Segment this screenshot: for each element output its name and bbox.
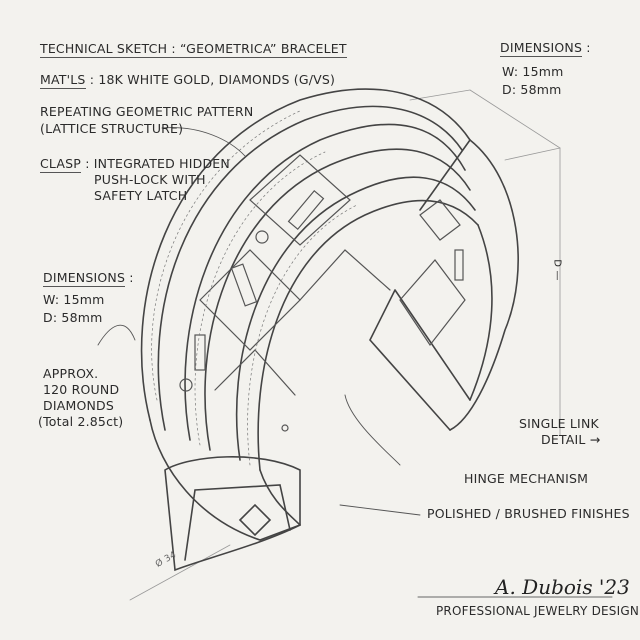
single-link-line2: DETAIL → bbox=[541, 432, 601, 447]
materials-text: 18K WHITE GOLD, DIAMONDS (G/VS) bbox=[98, 72, 336, 87]
single-link-line1: SINGLE LINK bbox=[519, 416, 599, 431]
finishes-note: POLISHED / BRUSHED FINISHES bbox=[427, 506, 630, 521]
diamonds-line3: DIAMONDS bbox=[43, 398, 114, 413]
footer-tagline: PROFESSIONAL JEWELRY DESIGN bbox=[436, 604, 640, 618]
clasp-line1: INTEGRATED HIDDEN bbox=[93, 156, 230, 171]
materials: MAT'LS : 18K WHITE GOLD, DIAMONDS (G/VS) bbox=[40, 72, 336, 89]
clasp-line3: SAFETY LATCH bbox=[94, 188, 188, 203]
dimensions-left-diameter: D: 58mm bbox=[43, 310, 103, 325]
hinge-note: HINGE MECHANISM bbox=[464, 471, 589, 486]
signature: A. Dubois '23 bbox=[495, 575, 630, 599]
clasp-line2: PUSH-LOCK WITH bbox=[94, 172, 206, 187]
title-label: TECHNICAL SKETCH bbox=[40, 41, 168, 56]
materials-label: MAT'LS bbox=[40, 72, 86, 89]
dimensions-top-width: W: 15mm bbox=[502, 64, 564, 79]
pattern-note-line1: REPEATING GEOMETRIC PATTERN bbox=[40, 104, 254, 119]
title-text: “GEOMETRICA” BRACELET bbox=[179, 41, 347, 56]
pave-diamonds bbox=[151, 109, 358, 466]
clasp-label: CLASP bbox=[40, 156, 82, 173]
diamonds-line4: (Total 2.85ct) bbox=[38, 414, 124, 429]
diameter-mark: D — bbox=[551, 259, 563, 281]
dimensions-left-label: DIMENSIONS bbox=[43, 270, 126, 287]
diamonds-line1: APPROX. bbox=[43, 366, 99, 381]
clasp-note: CLASP : INTEGRATED HIDDEN bbox=[40, 156, 230, 173]
dimensions-left: DIMENSIONS : bbox=[43, 270, 134, 287]
lattice-pattern bbox=[179, 154, 466, 432]
dimensions-top-label: DIMENSIONS bbox=[500, 40, 583, 57]
dimensions-top: DIMENSIONS : bbox=[500, 40, 591, 57]
title: TECHNICAL SKETCH : “GEOMETRICA” BRACELET bbox=[40, 41, 347, 58]
diamonds-line2: 120 ROUND bbox=[43, 382, 120, 397]
leader-lines bbox=[97, 127, 421, 516]
dimensions-top-diameter: D: 58mm bbox=[502, 82, 562, 97]
dimensions-left-width: W: 15mm bbox=[43, 292, 105, 307]
cuff-outline bbox=[140, 88, 519, 572]
pattern-note-line2: (LATTICE STRUCTURE) bbox=[40, 121, 184, 136]
